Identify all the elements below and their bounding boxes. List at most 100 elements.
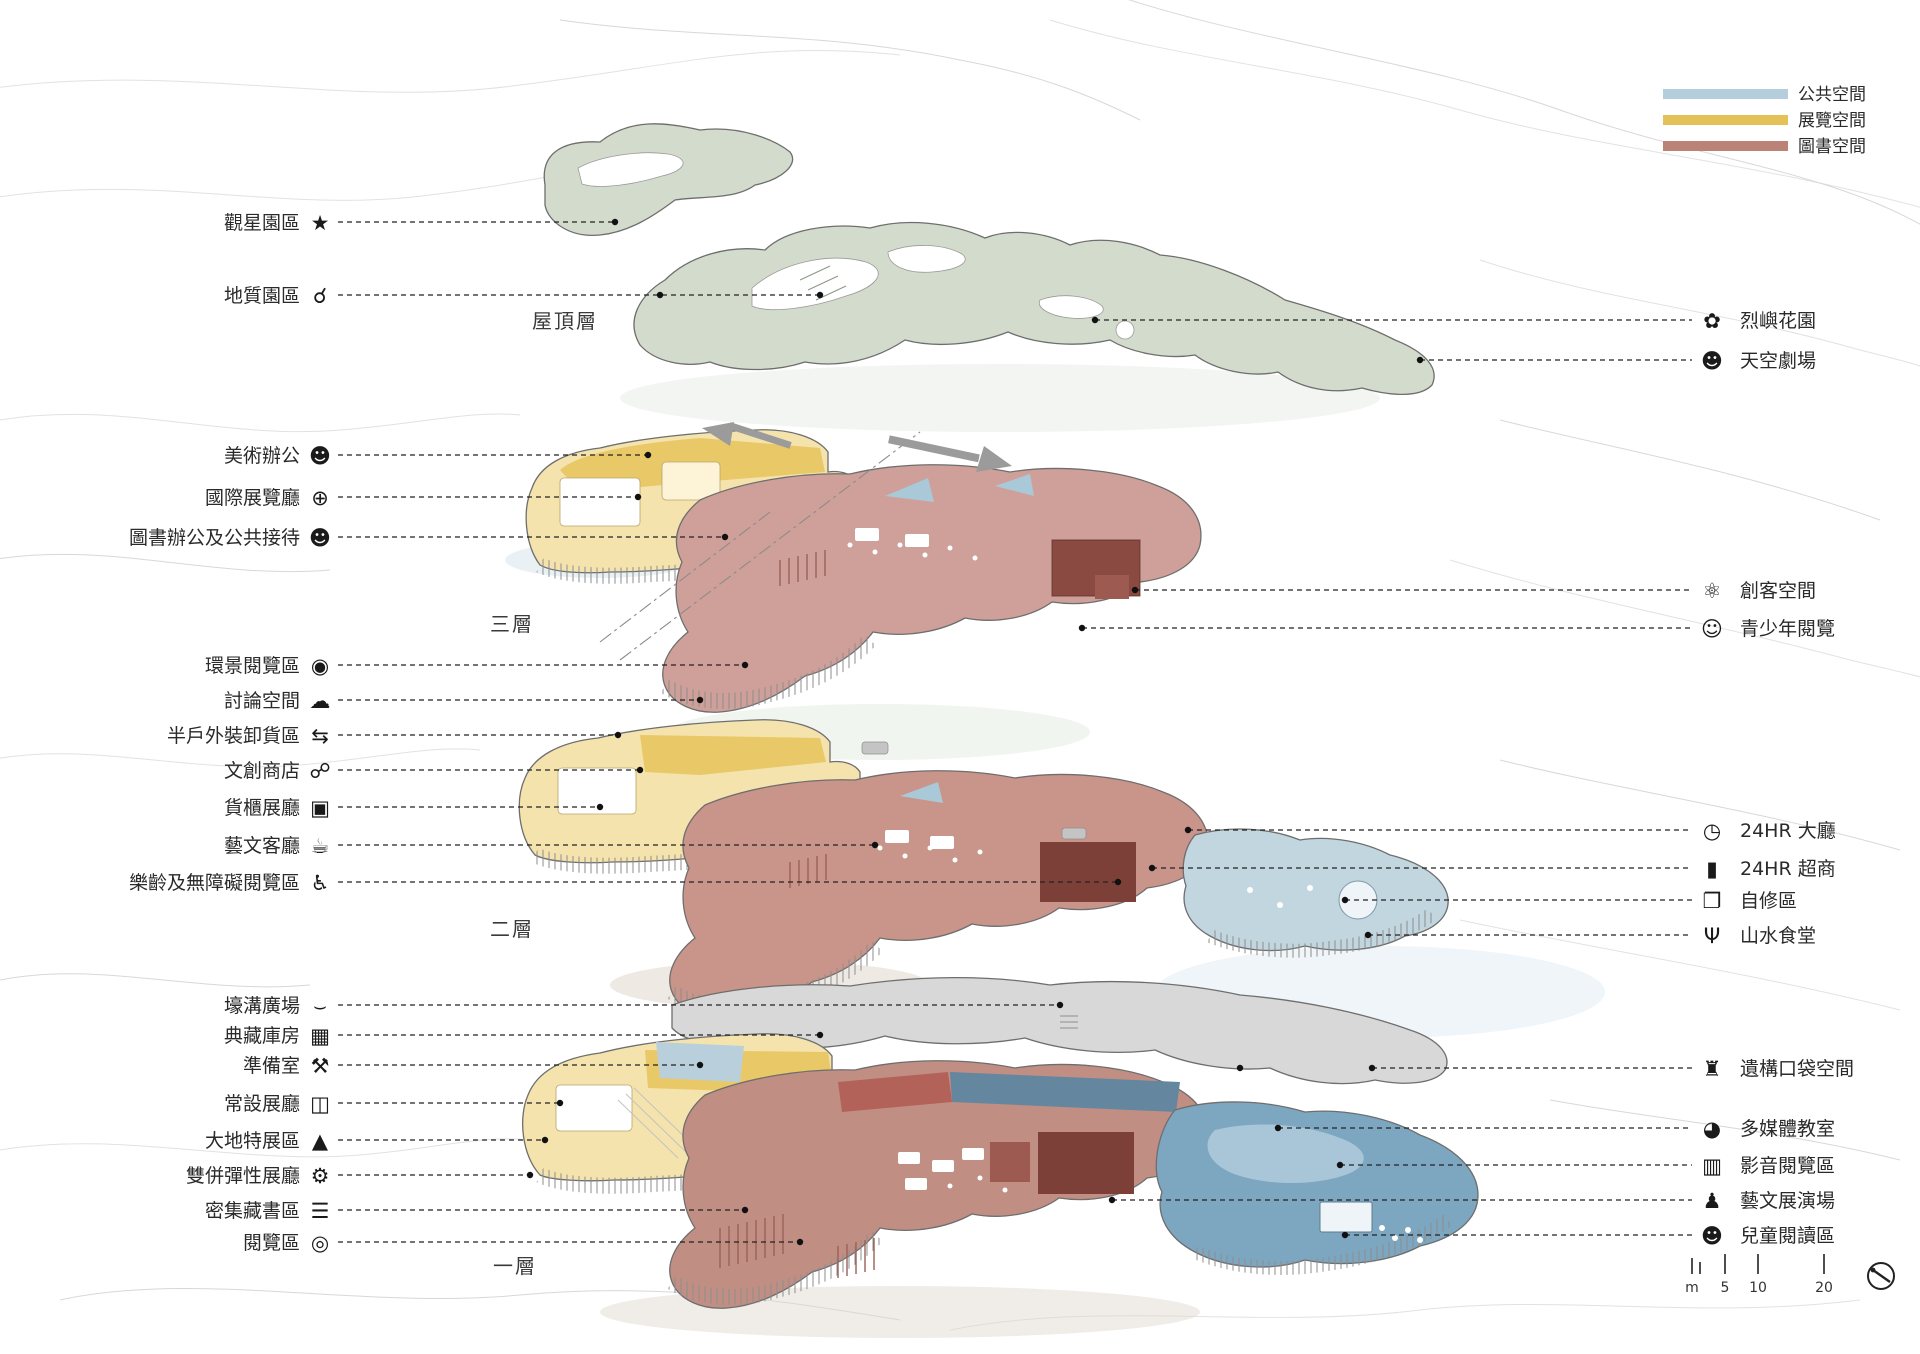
- leader-line: [338, 1171, 534, 1179]
- dense-stacks-icon: ☰: [311, 1199, 330, 1223]
- self-study-book-icon: ❐: [1703, 889, 1722, 913]
- film-strip-icon: ▥: [1702, 1154, 1722, 1178]
- label-semi-outdoor-loading: 半戶外裝卸貨區: [167, 725, 300, 747]
- label-24hr-lobby: 24HR 大廳: [1740, 820, 1836, 842]
- discussion-bubble-icon: ☁: [310, 689, 331, 713]
- label-teen-reading: 青少年閱覽: [1740, 618, 1835, 640]
- label-reading-area: 閱覽區: [243, 1232, 300, 1254]
- label-dense-stacks: 密集藏書區: [205, 1200, 300, 1222]
- maker-atom-icon: ⚛: [1703, 579, 1722, 603]
- label-self-study-area: 自修區: [1740, 890, 1797, 912]
- label-24hr-store: 24HR 超商: [1740, 858, 1836, 880]
- label-senior-accessible-reading: 樂齡及無障礙閱覽區: [129, 872, 300, 894]
- leader-line: [1274, 1124, 1692, 1132]
- label-trench-plaza: 壕溝廣場: [224, 995, 300, 1017]
- clock-icon: ◷: [1703, 819, 1721, 843]
- leader-line: [338, 1206, 749, 1214]
- first-floor-public-wing: [1155, 1101, 1479, 1268]
- loading-arrows-icon: ⇆: [311, 724, 329, 748]
- legend: 公共空間 展覽空間 圖書空間: [1663, 85, 1866, 157]
- label-children-reading-area: 兒童閱讀區: [1740, 1225, 1835, 1247]
- library-office-person-icon: ☻: [309, 526, 331, 550]
- permanent-gallery-icon: ◫: [310, 1092, 330, 1116]
- label-maker-space: 創客空間: [1740, 580, 1816, 602]
- leader-line: [1341, 1231, 1692, 1239]
- first-floor-ramp-band: [671, 976, 1448, 1085]
- land-exhibit-picture-icon: ▲: [312, 1129, 329, 1153]
- leader-line: [338, 1061, 704, 1069]
- leader-line: [338, 451, 652, 459]
- label-arts-performance-venue: 藝文展演場: [1740, 1190, 1835, 1212]
- legend-swatch-public: [1663, 89, 1788, 99]
- leader-line: [1078, 624, 1692, 632]
- leader-line: [1341, 896, 1692, 904]
- label-panorama-reading: 環景閱覽區: [205, 655, 300, 677]
- leader-line: [1148, 864, 1692, 872]
- label-landscape-canteen: 山水食堂: [1740, 925, 1816, 947]
- explode-direction-arrows: [702, 422, 1012, 472]
- left-label-column: 觀星園區 ★ 地質園區 ☌ 美術辦公 ☻ 國際展覽廳 ⊕ 圖書辦公及公共接待 ☻…: [129, 211, 331, 1255]
- leader-line: [1416, 356, 1692, 364]
- label-archive-storage: 典藏庫房: [224, 1025, 300, 1047]
- leader-line: [1184, 826, 1692, 834]
- shop-share-icon: ☍: [309, 759, 330, 783]
- trench-plaza-icon: ⌣: [313, 994, 327, 1018]
- label-permanent-gallery: 常設展廳: [224, 1093, 300, 1115]
- label-arts-lounge: 藝文客廳: [224, 835, 300, 857]
- label-cultural-shop: 文創商店: [224, 760, 300, 782]
- label-multimedia-classroom: 多媒體教室: [1740, 1118, 1835, 1140]
- label-sky-theater: 天空劇場: [1740, 350, 1816, 372]
- leader-line: [1236, 1064, 1692, 1072]
- legend-label-public: 公共空間: [1798, 85, 1866, 105]
- label-ruin-pocket-space: 遺構口袋空間: [1740, 1058, 1854, 1080]
- dining-fork-icon: Ψ: [1704, 924, 1721, 948]
- floor-name-second: 二層: [490, 917, 534, 941]
- children-reading-icon: ☻: [1701, 1224, 1723, 1248]
- label-container-gallery: 貨櫃展廳: [224, 797, 300, 819]
- wheelchair-icon: ♿: [311, 871, 330, 895]
- performance-stage-icon: ♟: [1703, 1189, 1722, 1213]
- leader-line: [338, 661, 749, 669]
- third-floor-plates: [525, 422, 1202, 713]
- garden-flower-icon: ✿: [1703, 309, 1721, 333]
- leader-line: [1091, 316, 1692, 324]
- label-international-gallery: 國際展覽廳: [205, 487, 300, 509]
- leader-line: [338, 731, 622, 739]
- leader-line: [338, 218, 619, 226]
- teen-reading-person-icon: ☺: [1701, 617, 1723, 641]
- scale-bar: m 5 10 20: [1685, 1254, 1895, 1296]
- label-av-reading-area: 影音閱覽區: [1740, 1155, 1835, 1177]
- handtruck-icon: ⚒: [311, 1054, 330, 1078]
- scale-tick-10: 10: [1749, 1280, 1767, 1296]
- leader-line: [338, 533, 729, 541]
- label-flexible-double-gallery: 雙併彈性展廳: [186, 1165, 300, 1187]
- label-lieyu-garden: 烈嶼花園: [1740, 310, 1816, 332]
- container-truck-icon: ▣: [310, 796, 330, 820]
- leader-line: [338, 291, 824, 299]
- leader-line: [338, 1031, 824, 1039]
- floor-name-labels: 屋頂層 三層 二層 一層: [490, 309, 598, 1278]
- legend-swatch-exhibit: [1663, 115, 1788, 125]
- left-leader-lines: [338, 218, 1122, 1246]
- leader-line: [338, 803, 604, 811]
- scale-unit: m: [1685, 1280, 1699, 1296]
- floor-name-roof: 屋頂層: [532, 309, 598, 333]
- globe-icon: ⊕: [311, 486, 329, 510]
- label-geology-area: 地質園區: [224, 285, 300, 307]
- geology-magnifier-icon: ☌: [313, 284, 327, 308]
- leader-line: [1131, 586, 1692, 594]
- leader-line: [1108, 1196, 1692, 1204]
- label-land-special-exhibit: 大地特展區: [205, 1130, 300, 1152]
- leader-line: [338, 766, 644, 774]
- leader-line: [1364, 931, 1692, 939]
- multimedia-room-icon: ◕: [1703, 1117, 1721, 1141]
- floor-name-third: 三層: [490, 612, 534, 636]
- leader-line: [338, 493, 642, 501]
- first-floor-library-body: [669, 1060, 1209, 1309]
- leader-line: [338, 878, 1122, 886]
- floor-name-first: 一層: [493, 1254, 537, 1278]
- leader-line: [1336, 1161, 1692, 1169]
